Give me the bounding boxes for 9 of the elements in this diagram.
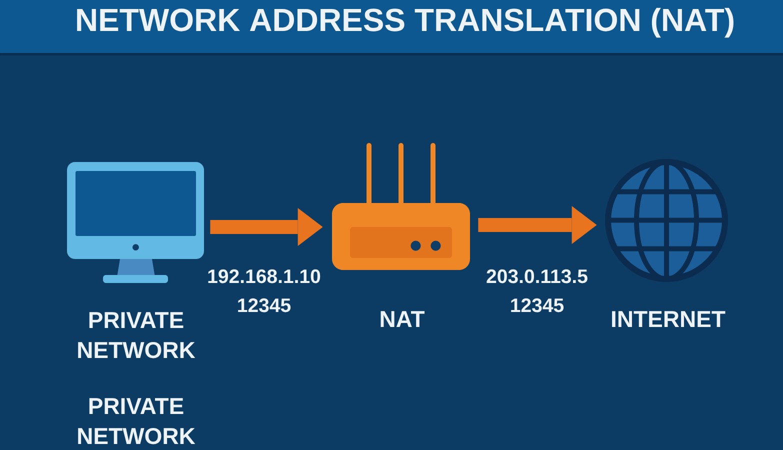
node-label: NAT — [380, 311, 425, 327]
title: NETWORK ADDRESS TRANSLATION (NAT) — [77, 8, 734, 38]
edge-label: 203.0.113.5 12345 — [486, 269, 588, 312]
node-label: INTERNET — [612, 311, 726, 327]
edge-label: 192.168.1.10 12345 — [208, 269, 320, 312]
text-label: PRIVATE NETWORK — [78, 398, 196, 444]
arrow — [478, 206, 597, 244]
node-label: PRIVATE NETWORK — [78, 312, 196, 358]
arrow — [210, 208, 323, 246]
